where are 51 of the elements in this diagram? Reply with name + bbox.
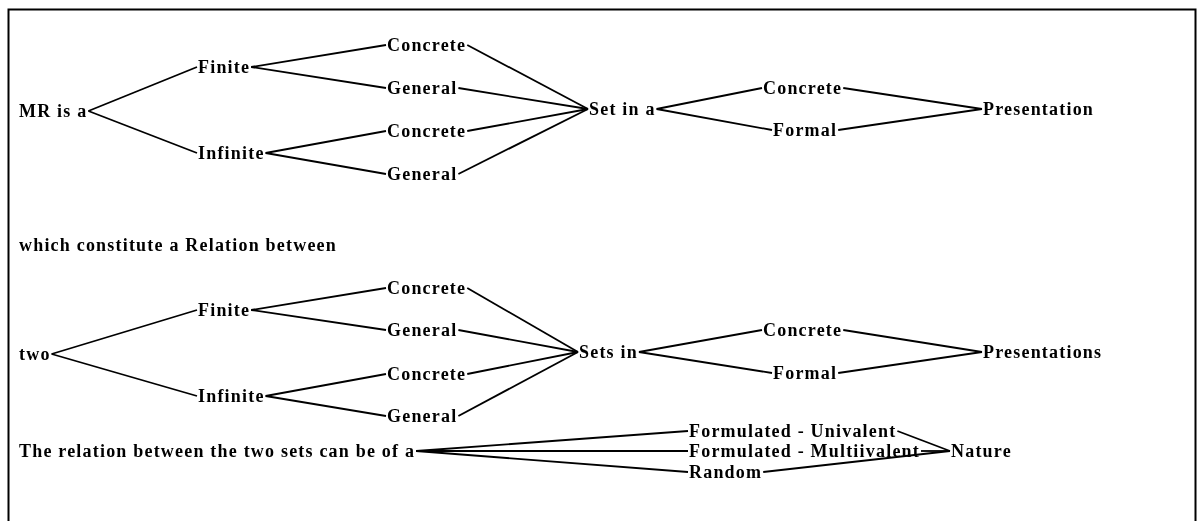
node-text: Nature — [950, 441, 1013, 461]
node-text: Random — [688, 462, 764, 482]
node-text: Infinite — [197, 386, 266, 406]
connector-line — [466, 108, 589, 132]
node-text: Concrete — [386, 278, 468, 298]
node-text: Formal — [772, 120, 839, 140]
node-text: Set in a — [588, 99, 657, 119]
node-text: Concrete — [386, 364, 468, 384]
connector-line — [466, 351, 579, 375]
node-text: General — [386, 78, 459, 98]
connector-line — [457, 108, 589, 175]
node-text: Presentations — [982, 342, 1104, 362]
connector-line — [638, 351, 773, 374]
connector-line — [87, 110, 198, 154]
node-text: Presentation — [982, 99, 1096, 119]
connector-line — [50, 353, 198, 397]
node-text: General — [386, 320, 459, 340]
connector-line — [415, 450, 689, 473]
connector-line — [457, 87, 589, 110]
node-text: Concrete — [386, 121, 468, 141]
connector-line — [50, 309, 198, 355]
node-text: The relation between the two sets can be of a — [18, 441, 417, 461]
node-text: Finite — [197, 300, 252, 320]
node-text: MR is a — [18, 101, 89, 121]
node-text: two — [18, 344, 52, 364]
connector-line — [466, 44, 589, 110]
node-text: Finite — [197, 57, 252, 77]
node-text: Concrete — [762, 320, 844, 340]
connector-line — [250, 309, 387, 331]
node-text: Formal — [772, 363, 839, 383]
node-text: Concrete — [762, 78, 844, 98]
connector-line — [250, 66, 387, 89]
node-text: Infinite — [197, 143, 266, 163]
connector-line — [762, 450, 951, 473]
node-text: General — [386, 406, 459, 426]
connector-line — [837, 351, 983, 374]
node-text: Sets in — [578, 342, 639, 362]
connector-line — [837, 108, 983, 131]
connector-line — [264, 152, 387, 175]
note-text: which constitute a Relation between — [18, 235, 338, 255]
connector-line — [655, 108, 773, 131]
connector-line — [466, 287, 579, 353]
node-text: Formulated - Multiivalent — [688, 441, 921, 461]
connector-line — [457, 329, 579, 353]
connector-line — [896, 430, 951, 452]
node-text: Concrete — [386, 35, 468, 55]
node-text: General — [386, 164, 459, 184]
connector-line — [264, 395, 387, 417]
node-text: Formulated - Univalent — [688, 421, 898, 441]
connector-line — [87, 66, 198, 112]
connector-line — [457, 351, 579, 417]
